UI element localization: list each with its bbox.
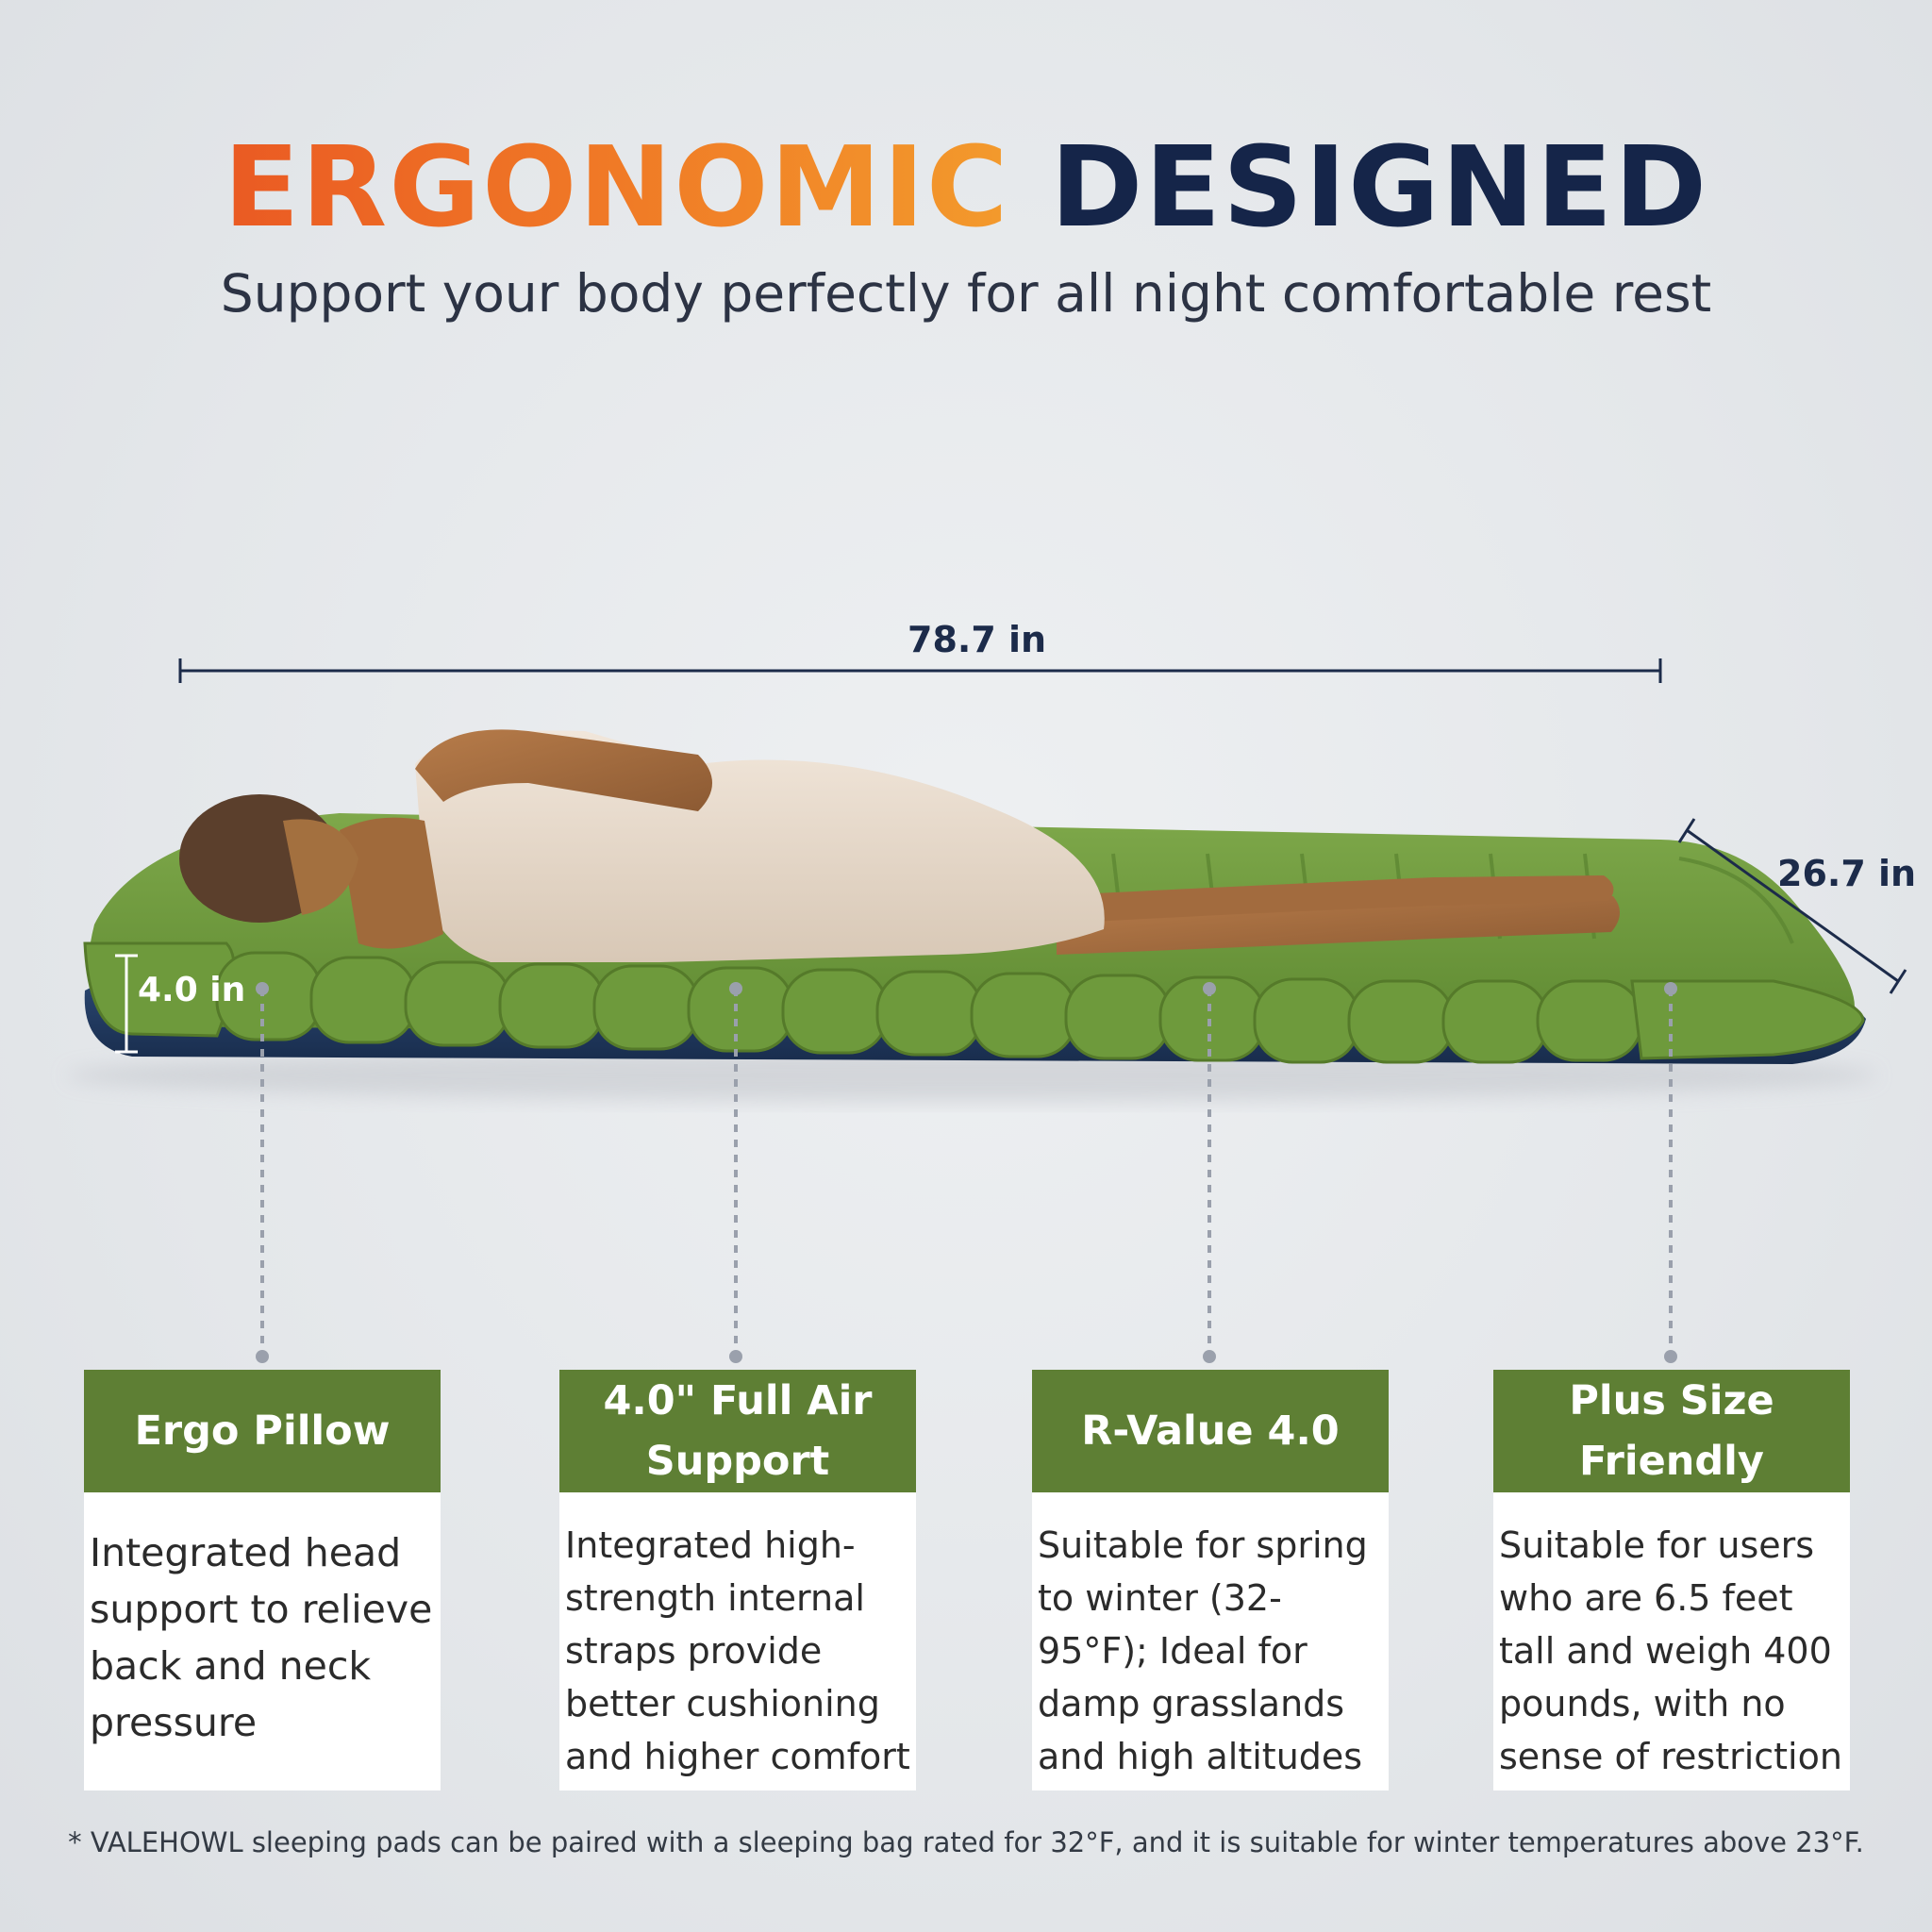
card-title: R-Value 4.0 — [1032, 1370, 1389, 1492]
length-dimension-line — [178, 658, 1662, 683]
card-body: Suitable for spring to winter (32-95°F);… — [1032, 1492, 1389, 1790]
legs — [1057, 896, 1621, 955]
card-body: Integrated head support to relieve back … — [84, 1492, 441, 1790]
width-dimension-line — [1677, 818, 1907, 994]
height-label: 4.0 in — [138, 971, 246, 1009]
headline: ERGONOMIC DESIGNED — [0, 121, 1932, 253]
card-body: Suitable for users who are 6.5 feet tall… — [1493, 1492, 1850, 1790]
height-dimension-line — [115, 954, 138, 1054]
length-label: 78.7 in — [908, 619, 1047, 660]
card-title: 4.0" Full Air Support — [559, 1370, 916, 1492]
feature-card-r-value: R-Value 4.0 Suitable for spring to winte… — [1032, 1370, 1389, 1790]
subtitle: Support your body perfectly for all nigh… — [220, 263, 1712, 324]
arm — [415, 729, 712, 811]
card-title: Ergo Pillow — [84, 1370, 441, 1492]
callout-dots — [256, 982, 1677, 1363]
callout-leaders — [260, 989, 1673, 1357]
feature-card-plus-size: Plus Size Friendly Suitable for users wh… — [1493, 1370, 1850, 1790]
pad-tubes — [83, 941, 1865, 1064]
card-body: Integrated high-strength internal straps… — [559, 1492, 916, 1790]
width-label: 26.7 in — [1777, 853, 1917, 894]
headline-main: DESIGNED — [1050, 122, 1709, 252]
sleeping-person — [179, 729, 1621, 962]
feature-card-full-air-support: 4.0" Full Air Support Integrated high-st… — [559, 1370, 916, 1790]
feature-card-ergo-pillow: Ergo Pillow Integrated head support to r… — [84, 1370, 441, 1790]
footnote: * VALEHOWL sleeping pads can be paired w… — [68, 1826, 1864, 1858]
card-title: Plus Size Friendly — [1493, 1370, 1850, 1492]
headline-accent: ERGONOMIC — [223, 122, 1010, 252]
